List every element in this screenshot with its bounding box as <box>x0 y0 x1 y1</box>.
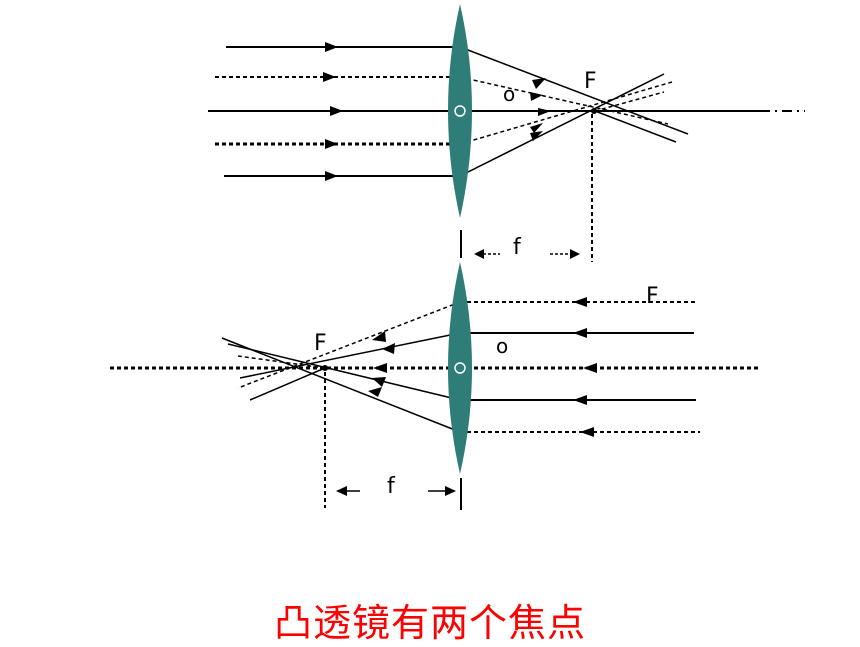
bottom-lens-diagram: F F o f <box>110 262 760 510</box>
bottom-lens-center <box>454 362 466 374</box>
bottom-f-arrow-left <box>336 486 347 496</box>
top-center-label: o <box>503 82 515 106</box>
top-lens-diagram: F o f <box>208 4 805 262</box>
bottom-convex-lens <box>448 262 472 474</box>
top-refracted-ray-3c <box>594 91 665 112</box>
bottom-refracted-ray-4 <box>227 343 461 401</box>
top-focus-label: F <box>584 69 597 94</box>
top-f-arrow-right <box>570 249 580 259</box>
top-focus-point <box>591 108 597 114</box>
bottom-focal-length-label: f <box>387 474 396 499</box>
top-refracted-arrows <box>530 78 551 141</box>
bottom-refracted-arrows <box>368 331 395 397</box>
top-refracted-ray-4 <box>459 81 673 145</box>
bottom-focus-label-opposite: F <box>646 284 659 309</box>
top-convex-lens <box>448 4 472 218</box>
bottom-refracted-ray-3c <box>249 367 326 401</box>
bottom-f-arrow-right <box>445 486 456 496</box>
bottom-refracted-ray-2 <box>239 332 461 379</box>
top-refracted-ray-5 <box>459 73 665 177</box>
caption: 凸透镜有两个焦点 <box>273 601 586 645</box>
bottom-refracted-ray-1 <box>237 301 461 389</box>
top-refracted-ray-1 <box>459 46 689 135</box>
top-f-arrow-left <box>474 249 484 259</box>
bottom-focus-label: F <box>314 331 327 356</box>
top-refracted-ray-2 <box>459 76 669 125</box>
bottom-incident-arrows <box>573 297 597 437</box>
top-incident-arrows <box>323 42 343 181</box>
bottom-focus-point <box>322 365 328 371</box>
bottom-refracted-ray-3b <box>237 355 326 369</box>
top-refracted-ray-3b <box>594 110 677 143</box>
top-lens-center <box>454 105 466 117</box>
bottom-refracted-ray-5 <box>221 337 461 433</box>
bottom-center-label: o <box>496 334 508 358</box>
top-focal-length-label: f <box>513 235 522 260</box>
